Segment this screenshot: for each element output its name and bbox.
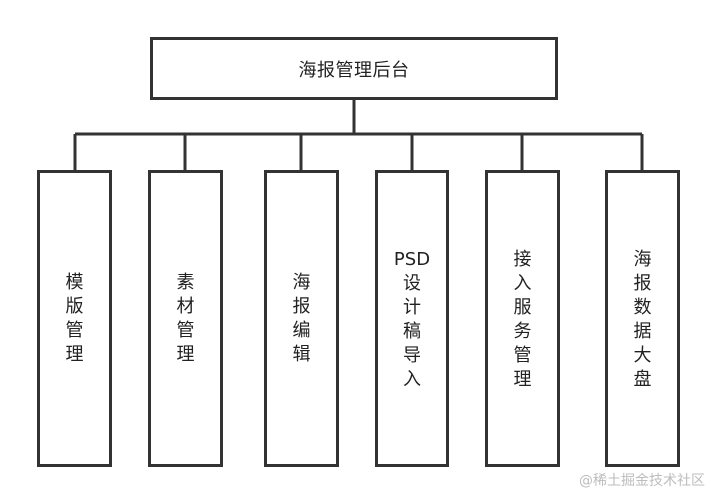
module-node-dashboard: 海 报 数 据 大 盘 <box>605 170 680 467</box>
root-node: 海报管理后台 <box>150 37 558 100</box>
module-node-editor: 海 报 编 辑 <box>264 170 339 467</box>
module-node-psd-import: PSD 设 计 稿 导 入 <box>375 170 449 467</box>
module-label-editor: 海 报 编 辑 <box>292 272 311 365</box>
module-label-psd-import: PSD 设 计 稿 导 入 <box>393 249 431 390</box>
module-node-material: 素 材 管 理 <box>148 170 223 467</box>
root-node-label: 海报管理后台 <box>298 59 410 81</box>
watermark-text: @稀土掘金技术社区 <box>579 473 705 489</box>
module-node-template: 模 版 管 理 <box>37 170 112 467</box>
module-label-service: 接 入 服 务 管 理 <box>513 249 532 390</box>
module-node-service: 接 入 服 务 管 理 <box>485 170 560 467</box>
module-label-template: 模 版 管 理 <box>65 272 84 365</box>
module-label-dashboard: 海 报 数 据 大 盘 <box>633 249 652 390</box>
module-label-material: 素 材 管 理 <box>176 272 195 365</box>
